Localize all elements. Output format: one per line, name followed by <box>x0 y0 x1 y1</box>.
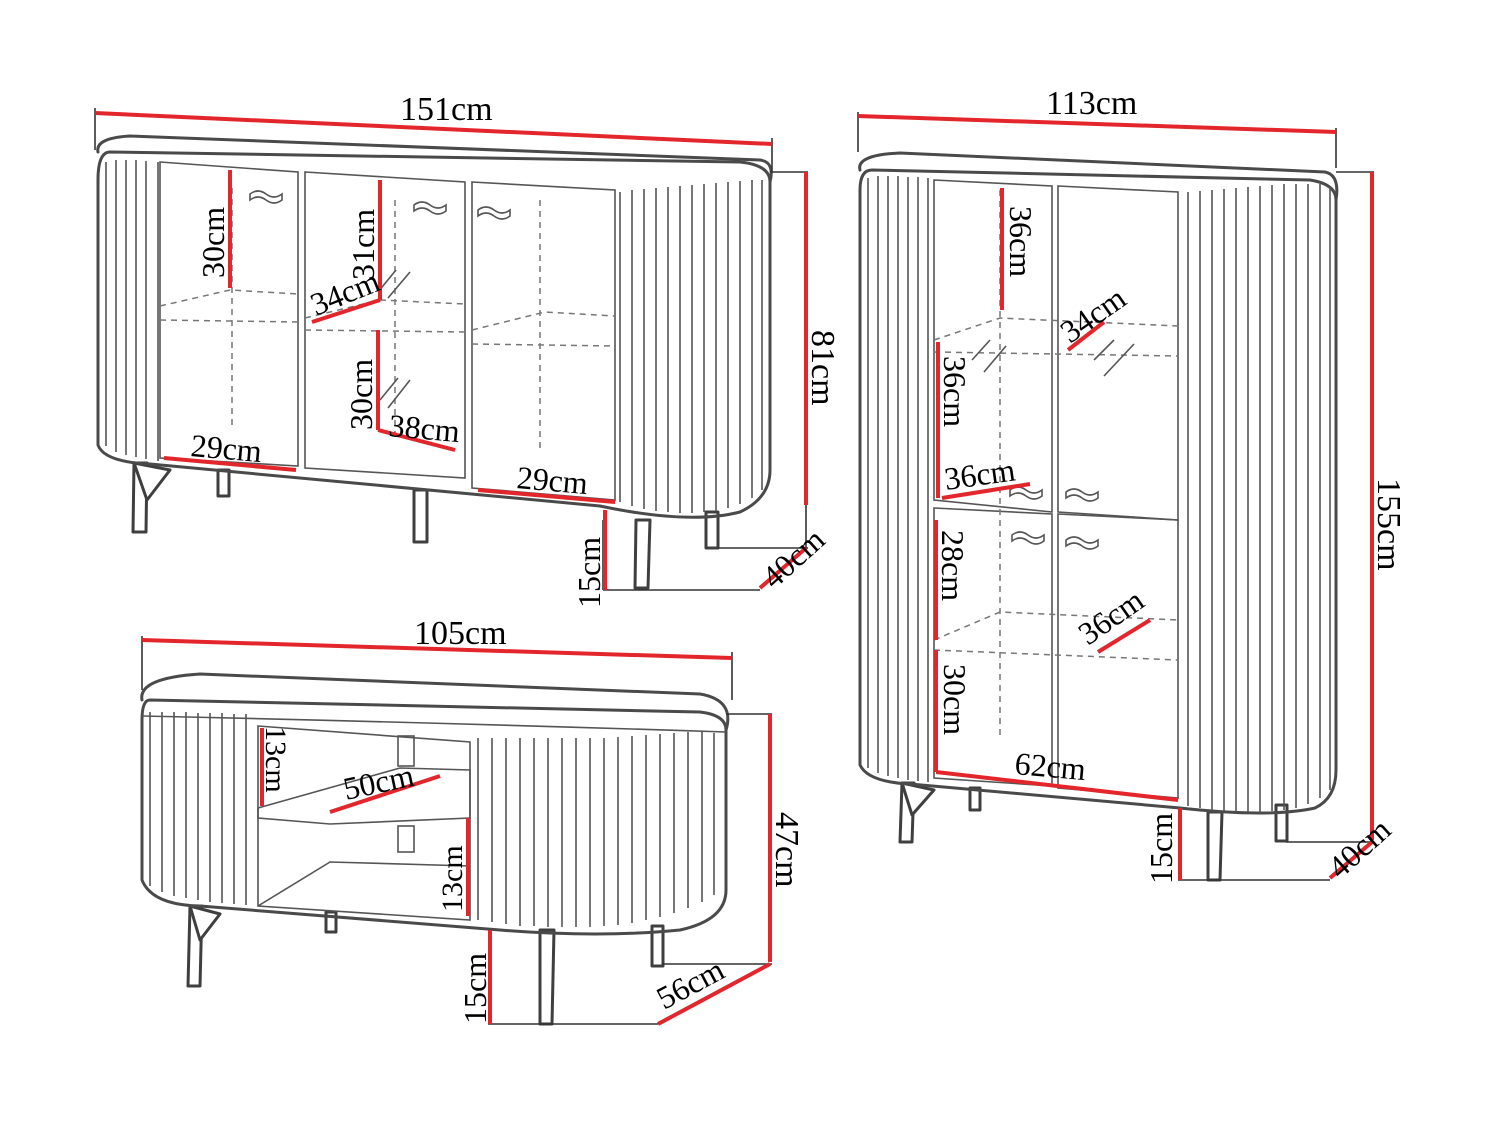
handle-icon <box>477 206 511 220</box>
cabinet-left-ribs <box>867 176 929 782</box>
cabinet-leg <box>1206 810 1224 882</box>
sideboard-leg <box>412 488 429 544</box>
sideboard-left-ribs <box>105 160 159 461</box>
cabinet-right-ribs <box>1187 184 1331 812</box>
sideboard-dimensions <box>94 108 808 591</box>
sideboard-right-width-label: 29cm <box>515 459 589 501</box>
handle-icon <box>1009 486 1043 500</box>
cabinet-bottom-shelf-height-label: 30cm <box>937 664 973 735</box>
sideboard-glass-door <box>304 171 466 479</box>
sideboard-width-label: 151cm <box>400 91 493 128</box>
table-leg-height-label: 15cm <box>457 953 493 1024</box>
table-leg-brace <box>188 904 222 942</box>
dim-line <box>94 111 773 146</box>
cabinet-dimensions <box>857 112 1374 881</box>
glass-reflection-icon <box>971 339 1135 377</box>
sideboard-left-door <box>159 161 299 467</box>
sideboard-leg-brace <box>132 461 172 502</box>
handle-icon <box>249 190 283 204</box>
table-shelf-width-label: 50cm <box>340 757 417 807</box>
handle-icon <box>1065 536 1099 550</box>
cabinet-inner-width-label: 62cm <box>1013 745 1087 787</box>
sideboard-leg <box>216 468 231 498</box>
cabinet-lower-shelf-height-label: 28cm <box>935 530 971 601</box>
sideboard-top <box>96 134 773 184</box>
handle-icon <box>1065 488 1099 502</box>
sideboard-right-ribs <box>619 180 763 513</box>
sideboard-left-width-label: 29cm <box>189 427 263 469</box>
coffee-table-body <box>140 698 728 936</box>
cabinet-upper-right-door <box>1057 185 1179 521</box>
cabinet-leg-height-label: 15cm <box>1143 813 1179 884</box>
cabinet-drawing <box>858 151 1339 882</box>
cabinet-middle-shelf-height-label: 36cm <box>937 356 973 427</box>
coffee-table-drawing <box>140 672 730 1026</box>
table-left-ribs <box>149 712 247 905</box>
handle-icon <box>413 201 447 215</box>
table-lower-niche-height-label: 13cm <box>436 845 469 912</box>
table-right-ribs <box>477 732 715 927</box>
cabinet-upper-left-door <box>933 179 1053 513</box>
sideboard-middle-top-height-label: 31cm <box>345 209 381 280</box>
table-leg <box>538 928 556 1026</box>
sideboard-door-width-label: 38cm <box>387 407 461 449</box>
handle-icon <box>1011 531 1045 545</box>
cabinet-upper-shelf-height-label: 36cm <box>1003 206 1039 277</box>
cabinet-top <box>858 151 1339 202</box>
sideboard-top-shelf-height-label: 30cm <box>195 207 231 278</box>
table-width-label: 105cm <box>414 615 507 652</box>
cabinet-leg <box>968 786 982 812</box>
glass-reflection-icon <box>377 269 411 409</box>
sideboard-leg-height-label: 15cm <box>571 537 607 608</box>
cabinet-middle-shelf-width-label: 36cm <box>942 451 1018 497</box>
sideboard-middle-bottom-height-label: 30cm <box>343 359 379 430</box>
cabinet-upper-shelf-depth-label: 34cm <box>1053 279 1132 349</box>
sideboard-leg <box>633 518 652 590</box>
sideboard-right-door <box>471 181 616 501</box>
sideboard-leg <box>704 510 720 550</box>
cabinet-lower-shelf-depth-label: 36cm <box>1071 581 1150 651</box>
cabinet-leg <box>1274 803 1289 843</box>
table-height-label: 47cm <box>768 812 805 888</box>
cabinet-height-label: 155cm <box>1370 478 1407 571</box>
sideboard-height-label: 81cm <box>804 330 841 406</box>
table-leg <box>650 924 665 968</box>
cabinet-width-label: 113cm <box>1046 85 1137 122</box>
table-leg <box>324 910 338 934</box>
table-upper-niche-height-label: 13cm <box>259 726 292 793</box>
sideboard-drawing <box>96 134 773 590</box>
cabinet-leg-brace <box>900 781 936 817</box>
coffee-table-top <box>140 672 730 732</box>
coffee-table-dimensions <box>141 636 772 1026</box>
